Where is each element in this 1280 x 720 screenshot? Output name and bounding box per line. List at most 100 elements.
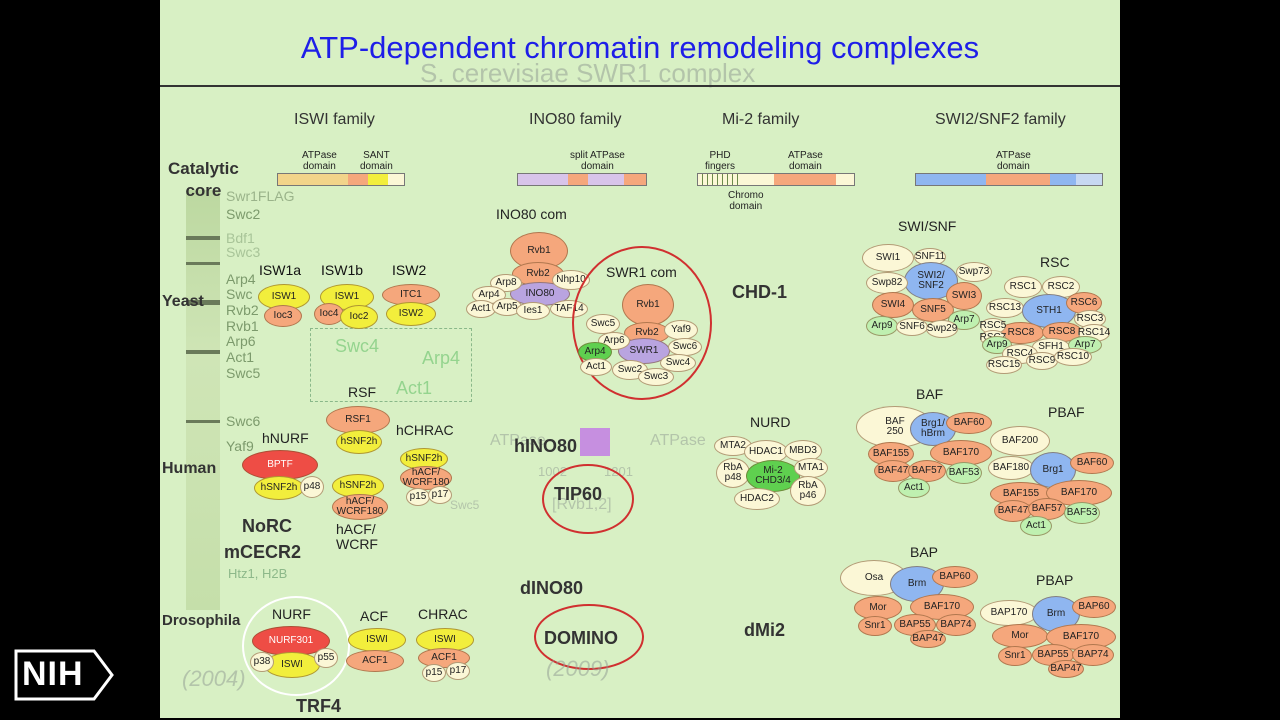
label-hchrac: hCHRAC bbox=[396, 422, 454, 438]
hnurf-bptf: BPTF bbox=[242, 450, 318, 480]
pbap-snr1: Snr1 bbox=[998, 646, 1032, 666]
domain-label: SANT domain bbox=[360, 150, 393, 172]
label-htz: Htz1, H2B bbox=[228, 566, 288, 581]
nurf-p55: p55 bbox=[314, 648, 338, 668]
pbaf-act1: Act1 bbox=[1020, 516, 1052, 536]
ghost-word: ATPase bbox=[490, 432, 546, 449]
rsc-rsc15: RSC15 bbox=[986, 356, 1022, 374]
gel-label: Swc5 bbox=[226, 365, 261, 381]
label-acf: ACF bbox=[360, 608, 388, 624]
gel-band bbox=[186, 236, 220, 240]
pbap-bap47: BAP47 bbox=[1048, 660, 1084, 678]
label-tip60: TIP60 bbox=[554, 484, 603, 504]
baf-baf60: BAF60 bbox=[946, 412, 992, 434]
ghost-title: S. cerevisiae SWR1 complex bbox=[420, 58, 756, 88]
family-swisnf2: SWI2/SNF2 family bbox=[935, 111, 1066, 128]
pbaf-baf53: BAF53 bbox=[1064, 502, 1100, 524]
gel-band bbox=[186, 350, 220, 354]
label-isw1b: ISW1b bbox=[321, 262, 364, 278]
family-iswi: ISWI family bbox=[294, 111, 375, 128]
label-baf: BAF bbox=[916, 386, 944, 402]
label-hacf: hACF/ WCRF bbox=[336, 521, 378, 552]
label-pbap: PBAP bbox=[1036, 572, 1074, 588]
row-label-catalytic: Catalytic core bbox=[168, 159, 239, 200]
label-hino80: hINO80 bbox=[514, 436, 578, 456]
hchrac-p17: p17 bbox=[428, 486, 452, 504]
pbap-mor: Mor bbox=[992, 624, 1048, 648]
swisnf-arp9: Arp9 bbox=[866, 316, 898, 336]
family-mi2: Mi-2 family bbox=[722, 111, 800, 128]
label-swisnf: SWI/SNF bbox=[898, 218, 957, 234]
rsc-rsc13: RSC13 bbox=[986, 298, 1024, 318]
nurd-mta1: MTA1 bbox=[794, 458, 828, 478]
rsf-hsnf2h: hSNF2h bbox=[336, 430, 382, 454]
gel-lane bbox=[186, 190, 220, 610]
mi2-domain-bar bbox=[697, 173, 855, 186]
domain-label: split ATPase domain bbox=[570, 150, 625, 172]
label-pbaf: PBAF bbox=[1048, 404, 1085, 420]
label-dino80: dINO80 bbox=[520, 578, 584, 598]
pbaf-baf200: BAF200 bbox=[990, 426, 1050, 456]
nih-logo-shape bbox=[14, 649, 114, 701]
year-2004: (2004) bbox=[182, 666, 246, 691]
bap-bap74: BAP74 bbox=[936, 614, 976, 636]
nurf-p38: p38 bbox=[250, 652, 274, 672]
pbap-bap74: BAP74 bbox=[1072, 644, 1114, 666]
pbaf-brg1: Brg1 bbox=[1030, 452, 1076, 488]
swr1-rvb1: Rvb1 bbox=[622, 284, 674, 326]
hacf-hacf: hACF/WCRF180 bbox=[332, 494, 388, 520]
slide: S. cerevisiae SWR1 complex ATP-dependent… bbox=[160, 0, 1120, 718]
label-isw1a: ISW1a bbox=[259, 262, 302, 278]
label-chrac: CHRAC bbox=[418, 606, 468, 622]
pbaf-baf47: BAF47 bbox=[994, 500, 1032, 522]
iswi-domain-bar bbox=[277, 173, 405, 186]
tip60-ring bbox=[542, 464, 634, 534]
row-label-drosophila: Drosophila bbox=[162, 612, 241, 629]
gel-band bbox=[186, 300, 220, 305]
gel-label: Rvb2 bbox=[226, 302, 259, 318]
family-ino80: INO80 family bbox=[529, 111, 622, 128]
rsc-rsc1: RSC1 bbox=[1004, 276, 1042, 298]
hchrac-p15: p15 bbox=[406, 488, 430, 506]
slide-title: ATP-dependent chromatin remodeling compl… bbox=[300, 30, 980, 65]
baf-baf53: BAF53 bbox=[946, 462, 982, 484]
rsc-rsc9: RSC9 bbox=[1026, 352, 1058, 370]
swisnf-swp29: Swp29 bbox=[926, 320, 958, 338]
nurf-ring bbox=[242, 596, 350, 696]
label-isw2: ISW2 bbox=[392, 262, 427, 278]
acf-acf1: ACF1 bbox=[346, 650, 404, 672]
gel-label: Swr1FLAG bbox=[226, 188, 295, 204]
swisnf-domain-bar bbox=[915, 173, 1103, 186]
domain-label: ATPase domain bbox=[788, 150, 823, 172]
domain-label: ATPase domain bbox=[302, 150, 337, 172]
pbap-bap170: BAP170 bbox=[980, 600, 1038, 626]
pbap-bap60: BAP60 bbox=[1072, 596, 1116, 618]
pbaf-baf60: BAF60 bbox=[1070, 452, 1114, 474]
hnurf-hsnf2h: hSNF2h bbox=[254, 476, 304, 500]
gel-label: Swc bbox=[226, 286, 253, 302]
gel-label: Swc6 bbox=[226, 413, 261, 429]
gel-label: Swc3 bbox=[226, 244, 261, 260]
gel-label: Act1 bbox=[226, 349, 255, 365]
isw1a-ioc3: Ioc3 bbox=[264, 305, 302, 327]
label-hnurf: hNURF bbox=[262, 430, 309, 446]
ghost-word: Swc5 bbox=[450, 498, 480, 512]
swr1-swc5: Swc5 bbox=[586, 314, 620, 334]
row-label-yeast: Yeast bbox=[162, 293, 204, 310]
label-rsc: RSC bbox=[1040, 254, 1070, 270]
hnurf-p48: p48 bbox=[300, 476, 324, 498]
row-label-human: Human bbox=[162, 460, 217, 477]
isw1b-ioc2: Ioc2 bbox=[340, 305, 378, 329]
isw1b-isw1: ISW1 bbox=[320, 284, 374, 310]
label-ino80com: INO80 com bbox=[496, 206, 567, 222]
baf-baf170: BAF170 bbox=[930, 440, 992, 466]
rsc-rsc10: RSC10 bbox=[1054, 348, 1092, 366]
hacf-hsnf2h: hSNF2h bbox=[332, 474, 384, 498]
label-trf4: TRF4 bbox=[296, 696, 341, 716]
bap-bap60: BAP60 bbox=[932, 566, 978, 588]
gel-label: Yaf9 bbox=[226, 438, 254, 454]
bap-snr1: Snr1 bbox=[858, 616, 892, 636]
ghost-word: Act1 bbox=[396, 378, 433, 398]
swr1-yaf9: Yaf9 bbox=[664, 320, 698, 340]
